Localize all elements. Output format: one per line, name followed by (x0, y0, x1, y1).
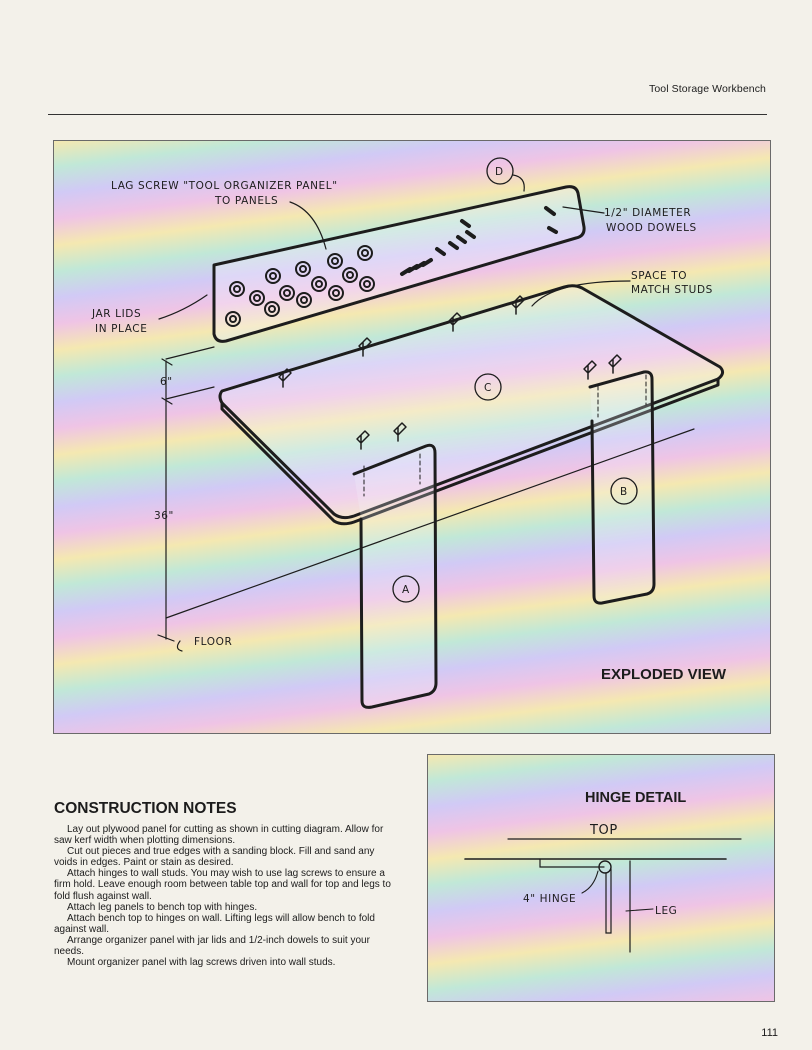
jar-lids (225, 245, 375, 327)
part-b-circle (610, 477, 638, 505)
leg-edge (605, 868, 612, 934)
space-label-line2: MATCH STUDS (631, 284, 713, 296)
running-header: Tool Storage Workbench (649, 83, 766, 95)
space-label-line1: SPACE TO (631, 270, 687, 282)
note-paragraph: Arrange organizer panel with jar lids an… (54, 934, 370, 958)
note-paragraph: Attach bench top to hinges on wall. Lift… (54, 912, 375, 935)
header-rule (48, 114, 767, 115)
hinge-leader (581, 870, 599, 894)
note-paragraph: Attach leg panels to bench top with hing… (67, 901, 258, 913)
note-paragraph: Attach hinges to wall studs. You may wis… (54, 868, 391, 902)
exploded-view-illustration: LAG SCREW "TOOL ORGANIZER PANEL" TO PANE… (53, 140, 771, 734)
part-a-circle (392, 575, 420, 603)
dimension-6-label: 6" (160, 376, 173, 388)
part-c-circle (474, 373, 502, 401)
note-paragraph: Cut out pieces and true edges with a san… (54, 846, 375, 869)
leg-label: LEG (655, 905, 677, 917)
dowels-label-line2: WOOD DOWELS (606, 222, 697, 234)
part-c-label: C (484, 382, 492, 394)
leg-leader (625, 908, 654, 912)
dowels-label-line1: 1/2" DIAMETER (604, 207, 691, 219)
hinge-detail-drawing: TOP 4" HINGE LEG (464, 823, 742, 953)
exploded-view-caption: EXPLODED VIEW (600, 666, 726, 683)
hinge-plate (539, 858, 605, 868)
hinge-detail-title: HINGE DETAIL (585, 790, 687, 806)
dimension-36-label: 36" (154, 510, 174, 522)
part-d-label: D (495, 166, 504, 178)
lag-screw-label-line1: LAG SCREW "TOOL ORGANIZER PANEL" (111, 180, 338, 192)
leader-lines (158, 174, 631, 652)
note-paragraph: Lay out plywood panel for cutting as sho… (54, 824, 384, 847)
jar-lids-label-line2: IN PLACE (95, 323, 147, 335)
jar-lids-label-line1: JAR LIDS (91, 308, 141, 320)
construction-notes-title: CONSTRUCTION NOTES (54, 800, 237, 817)
exploded-view-drawing: LAG SCREW "TOOL ORGANIZER PANEL" TO PANE… (91, 157, 725, 709)
part-d-circle (486, 157, 514, 185)
floor-label: FLOOR (194, 636, 232, 648)
top-label: TOP (589, 823, 618, 838)
leg-b (588, 370, 656, 605)
hinge-pin (598, 860, 612, 874)
dimension-lines (157, 346, 215, 642)
construction-notes: CONSTRUCTION NOTES Lay out plywood panel… (54, 800, 394, 968)
page-number: 111 (761, 1027, 778, 1039)
note-paragraph: Mount organizer panel with lag screws dr… (67, 957, 336, 969)
hinge-label: 4" HINGE (523, 893, 576, 905)
hinge-detail-illustration: TOP 4" HINGE LEG HINGE DETAIL (427, 754, 775, 1002)
part-b-label: B (620, 486, 628, 498)
leg-a (352, 443, 438, 709)
hinges (278, 295, 622, 450)
wood-dowels (400, 206, 558, 276)
part-a-label: A (402, 584, 410, 596)
lag-screw-label-line2: TO PANELS (214, 195, 278, 207)
